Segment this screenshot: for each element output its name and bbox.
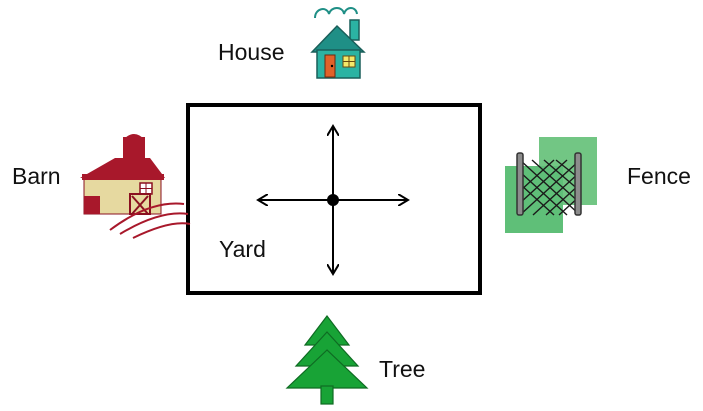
direction-arrows [258,126,408,274]
tree-label: Tree [379,356,426,382]
barn-icon [80,134,191,239]
fence-label: Fence [627,163,691,189]
barn-label: Barn [12,163,61,189]
fence-icon [505,137,597,233]
tree-icon [285,315,369,405]
yard-rectangle [186,103,482,295]
house-icon [310,7,366,79]
center-dot [327,194,339,206]
yard-label: Yard [219,236,266,262]
house-label: House [218,39,285,65]
